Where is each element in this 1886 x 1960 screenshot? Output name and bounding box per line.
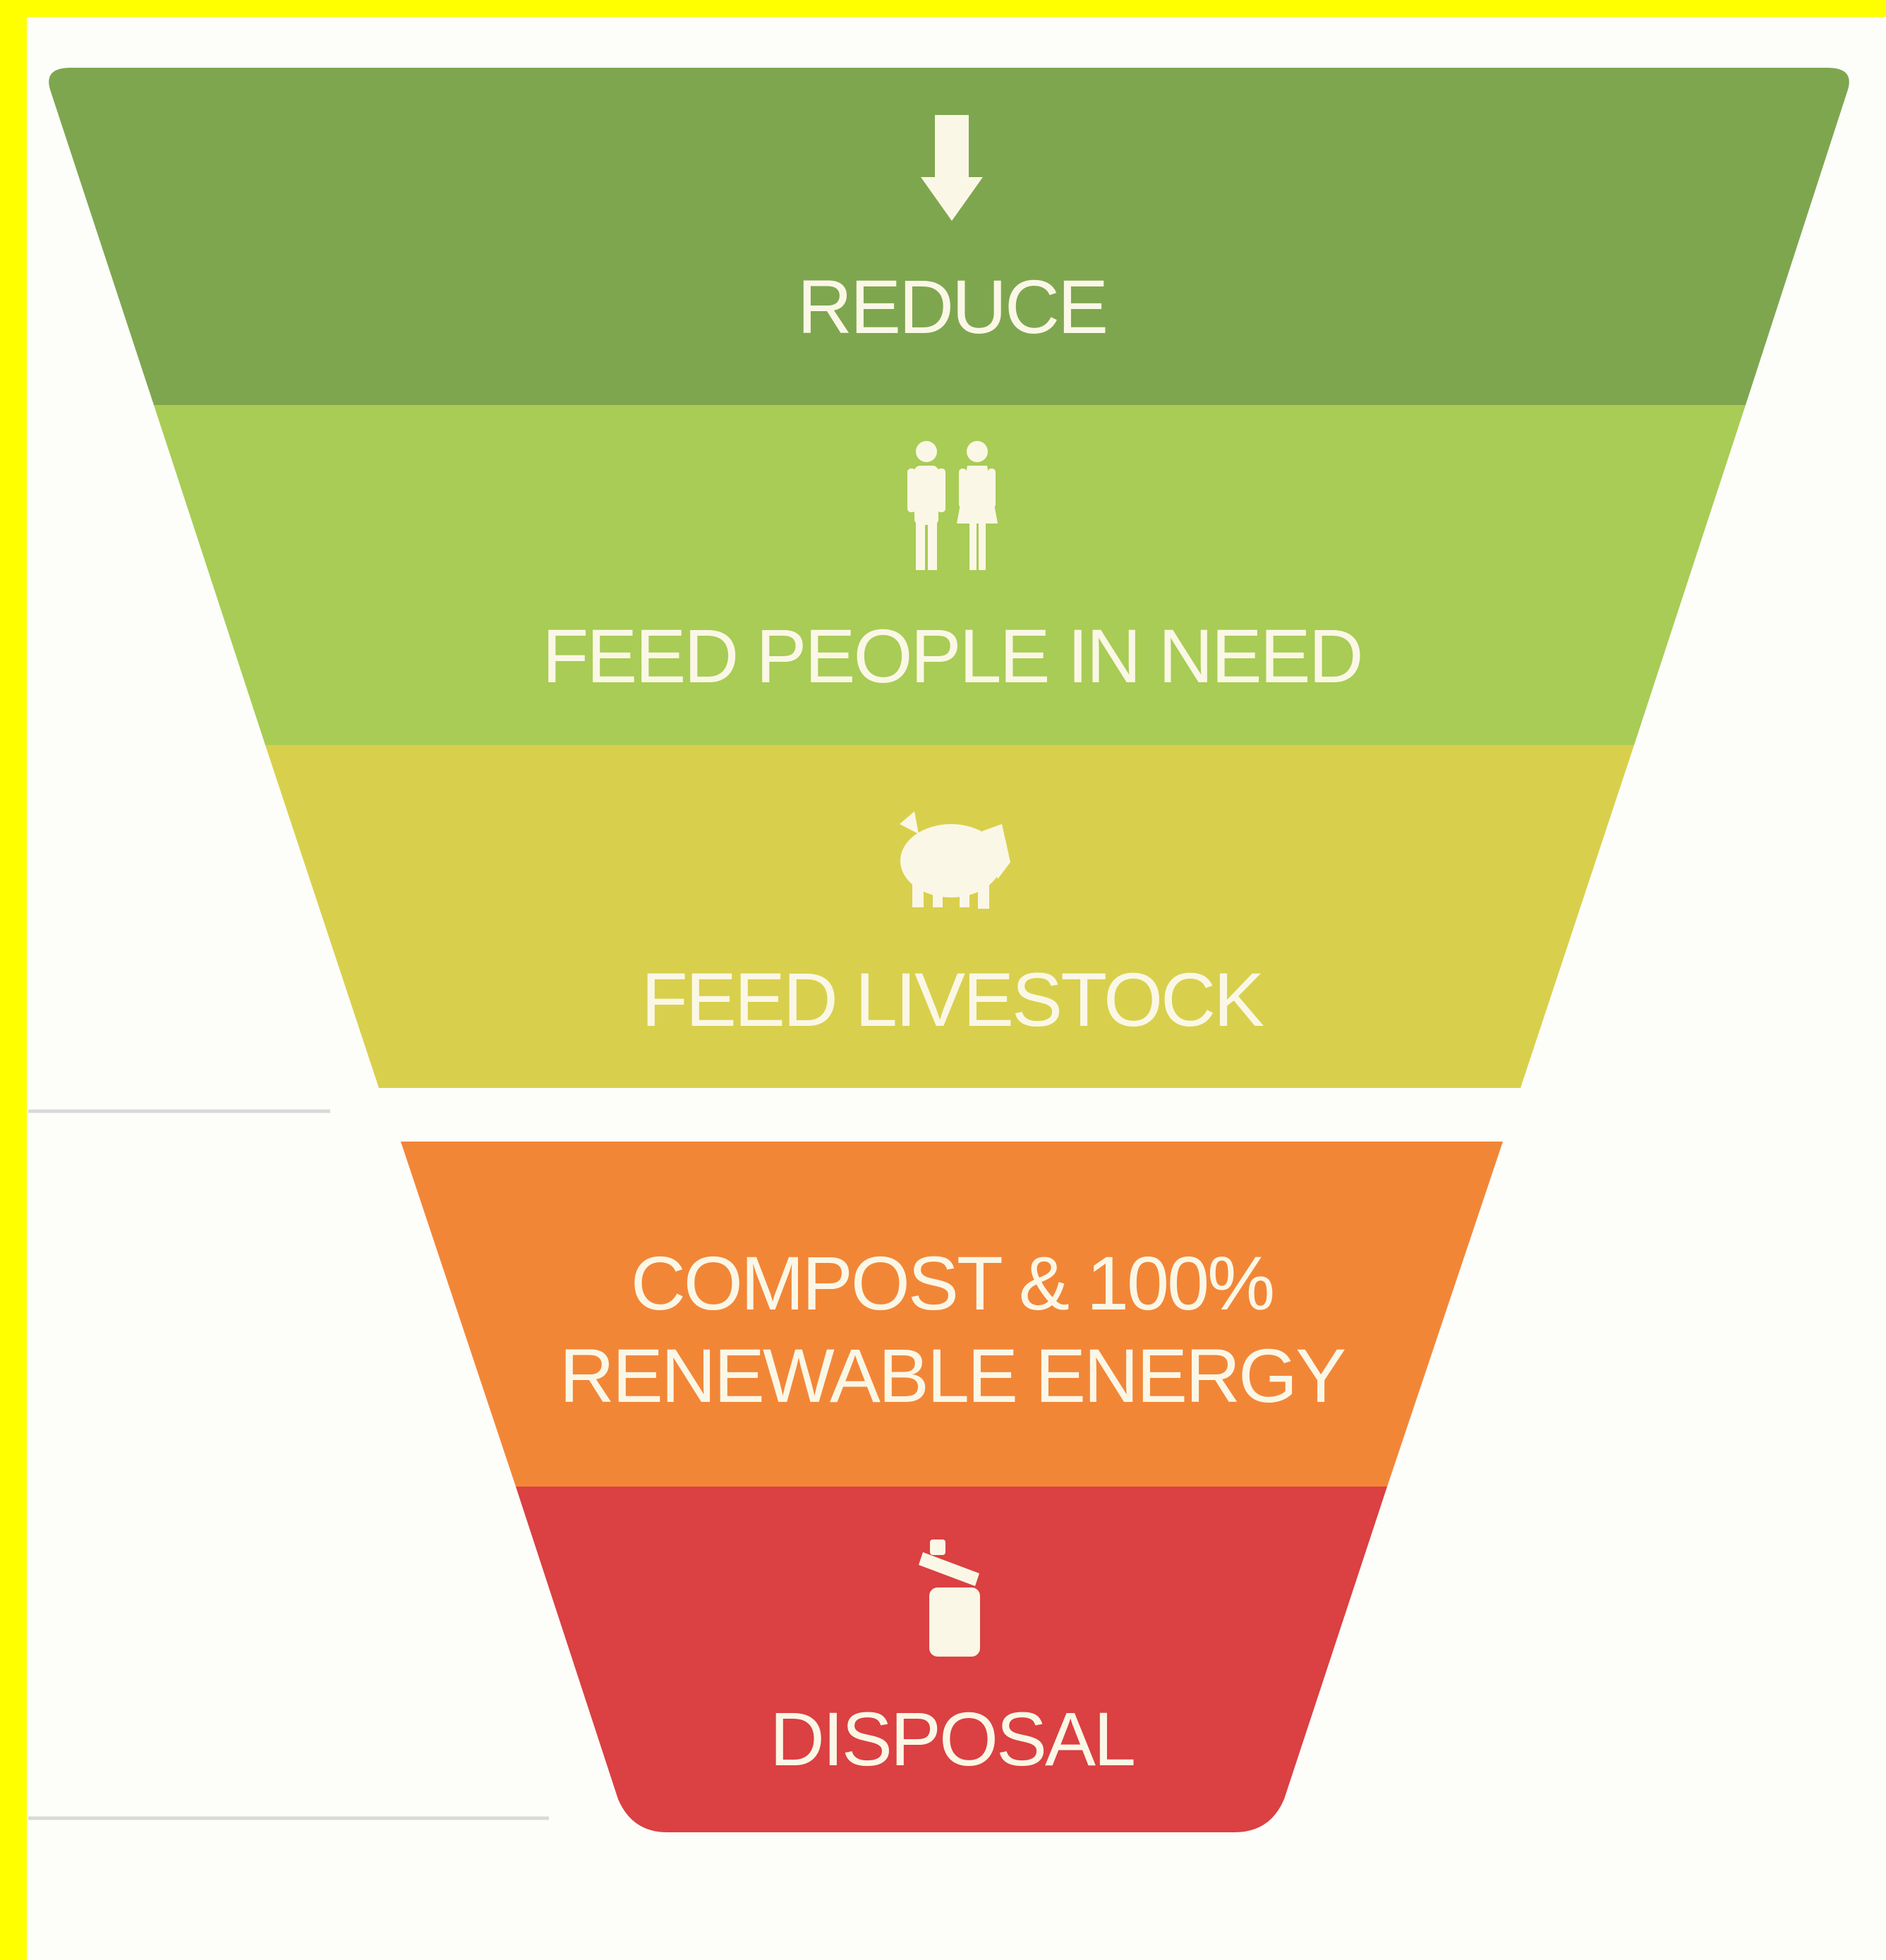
down-arrow-icon	[921, 115, 983, 221]
tier-reduce: REDUCE	[49, 68, 1849, 405]
tier-feed-livestock: FEED LIVESTOCK	[265, 745, 1634, 1088]
tier-feed-livestock-band	[265, 745, 1634, 1088]
tier-disposal: DISPOSAL	[516, 1487, 1387, 1832]
tier-compost-label-line-1: COMPOST & 100%	[631, 1240, 1273, 1326]
people-icon	[907, 441, 998, 570]
tier-reduce-band	[49, 68, 1849, 405]
tier-disposal-label: DISPOSAL	[770, 1696, 1134, 1781]
tier-feed-people-label: FEED PEOPLE IN NEED	[542, 613, 1361, 698]
tier-reduce-label: REDUCE	[797, 264, 1106, 349]
trash-can-icon	[919, 1539, 980, 1657]
tier-compost: COMPOST & 100% RENEWABLE ENERGY	[401, 1142, 1503, 1487]
pig-icon	[900, 811, 1010, 909]
tier-compost-band	[401, 1142, 1503, 1487]
tier-compost-label-line-2: RENEWABLE ENERGY	[560, 1333, 1345, 1418]
tier-feed-people-band	[154, 405, 1746, 745]
tier-feed-livestock-label: FEED LIVESTOCK	[641, 957, 1264, 1042]
tier-feed-people: FEED PEOPLE IN NEED	[154, 405, 1746, 745]
tier-disposal-band	[516, 1487, 1387, 1832]
